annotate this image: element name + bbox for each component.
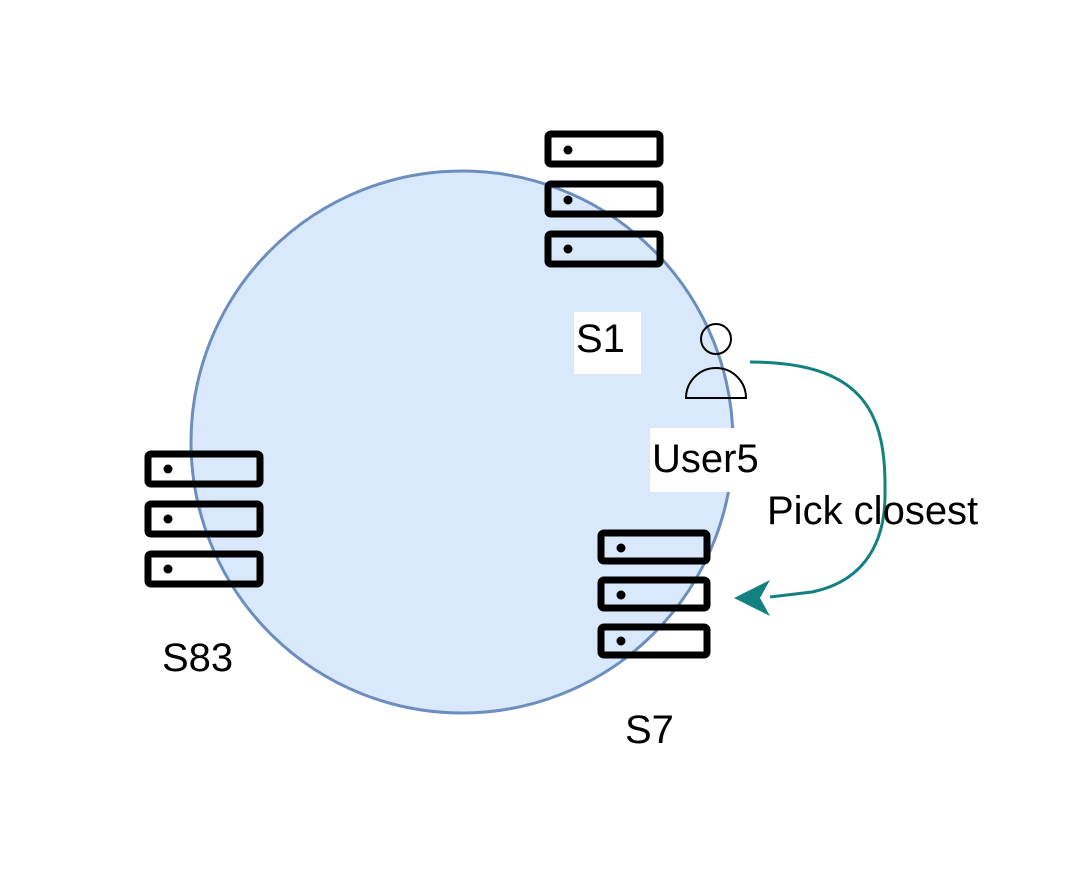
server-s7-label: S7 (625, 708, 674, 752)
arrowhead-icon (734, 580, 770, 616)
server-s83-label: S83 (162, 636, 233, 680)
server-s1-icon (544, 130, 664, 268)
user5-label: User5 (652, 437, 759, 481)
pick-closest-arrow (749, 360, 887, 599)
s1-label-background (574, 312, 641, 374)
user5-label-background (650, 428, 782, 492)
edge-label: Pick closest (767, 489, 978, 533)
server-s1-label: S1 (576, 317, 625, 361)
server-s7-icon (597, 529, 711, 659)
server-s83-icon (144, 450, 264, 588)
user-icon (684, 323, 748, 399)
